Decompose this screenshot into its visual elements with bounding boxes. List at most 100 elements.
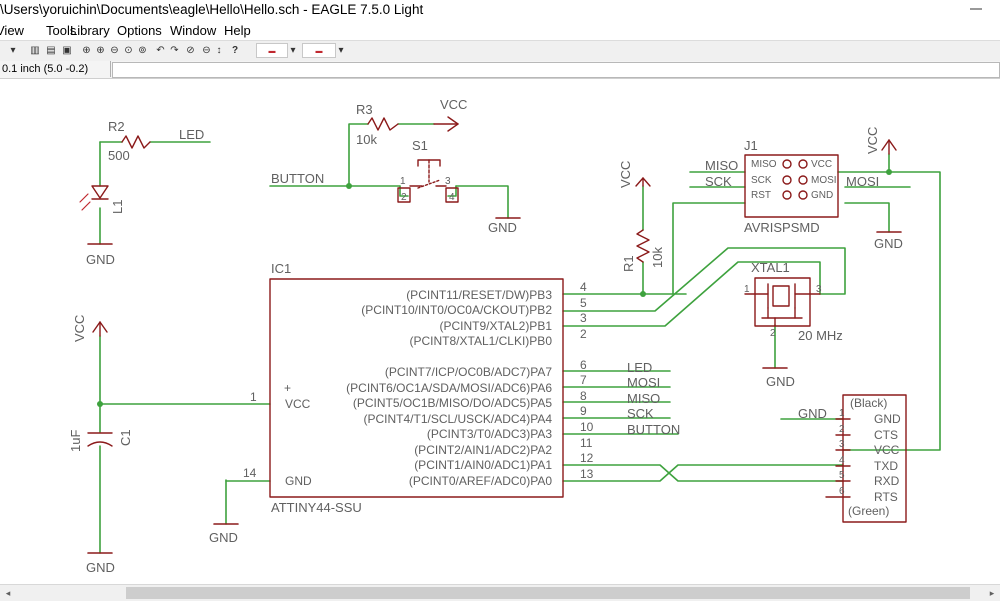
miso-label: MISO [705,158,738,173]
scroll-right-icon[interactable]: ▸ [989,588,995,598]
display-icon[interactable]: ▣ [62,45,72,56]
junction-dots [97,169,892,407]
s1-switch-symbol [397,159,459,203]
r3-value: 10k [356,132,377,147]
ftdi-pin-label: GND [874,412,901,426]
digikey-icon[interactable]: ▬ [256,43,288,58]
ic1-pin-label: (PCINT7/ICP/OC0B/ADC7)PA7 [385,365,552,379]
horizontal-scrollbar[interactable]: ◂ ▸ [0,584,1000,601]
j1-pin-sck: SCK [751,175,772,186]
c1-value: 1uF [68,430,83,452]
ic1-name: IC1 [271,261,291,276]
j1-pin-rst: RST [751,190,771,201]
ftdi-bottom-label: (Green) [848,504,889,518]
ic1-pin-number: 9 [580,404,587,418]
zoom-out-icon[interactable]: ⊖ [110,45,119,56]
ic1-pin-number: 5 [580,296,587,310]
undo-icon[interactable]: ↶ [156,45,165,56]
zoom-fit-icon[interactable]: ⊕ [82,45,91,56]
ulp-icon[interactable]: ▬ [302,43,336,58]
command-input[interactable] [112,62,1000,78]
menu-library[interactable]: Library [70,23,110,38]
go-icon[interactable]: ↕ [216,45,222,56]
r3-name: R3 [356,102,373,117]
command-bar: 0.1 inch (5.0 -0.2) [0,61,1000,79]
scroll-left-icon[interactable]: ◂ [5,588,11,598]
ic1-pin-label: (PCINT1/AIN0/ADC1)PA1 [414,458,552,472]
scrollbar-thumb[interactable] [126,587,970,599]
dropdown-arrow-icon[interactable]: ▾ [10,45,16,56]
gnd-label: GND [86,560,115,575]
ic1-body [269,278,564,498]
ftdi-top-label: (Black) [850,396,887,410]
ic1-vcc-plus: + [284,381,291,395]
zoom-redraw-icon[interactable]: ⊙ [124,45,133,56]
ftdi-pin-label: RXD [874,474,900,488]
ic1-pin-label: (PCINT0/AREF/ADC0)PA0 [409,474,552,488]
ic1-pin-label: (PCINT10/INT0/OC0A/CKOUT)PB2 [361,303,552,317]
menu-view[interactable]: View [0,23,24,38]
zoom-in-icon[interactable]: ⊕ [96,45,105,56]
ftdi-pin-number: 2 [839,424,845,435]
gnd-label: GND [798,406,827,421]
grid-icon[interactable]: ▤ [46,45,56,56]
net-wires [99,123,941,554]
j1-header-symbol [744,154,839,218]
zoom-select-icon[interactable]: ⊚ [138,45,147,56]
ic1-pin-label: (PCINT3/T0/ADC3)PA3 [427,427,552,441]
ic1-pin-number: 4 [580,280,587,294]
ic1-pin-number: 7 [580,373,587,387]
l1-led-symbol [91,185,109,199]
schematic-drawing: GND LED BUTTON VCC GND VCC MISO SCK MOSI… [68,97,941,575]
led-label: LED [627,360,652,375]
cancel-icon[interactable]: ⊘ [186,45,195,56]
vcc-label: VCC [72,315,87,342]
menu-window[interactable]: Window [170,23,217,38]
ic1-pin-label: (PCINT2/AIN1/ADC2)PA2 [414,443,552,457]
coordinate-display: 0.1 inch (5.0 -0.2) [0,61,111,77]
r2-name: R2 [108,119,125,134]
symbol-bodies [87,117,907,523]
ic1-pin-label: (PCINT5/OC1B/MISO/DO/ADC5)PA5 [353,396,552,410]
ftdi-pin-label: TXD [874,459,898,473]
dropdown-arrow-icon[interactable]: ▾ [290,45,296,56]
ic1-pin-number: 14 [243,466,257,480]
ftdi-pin-number: 3 [839,439,845,450]
help-icon[interactable]: ? [231,45,239,56]
xtal1-name: XTAL1 [751,260,790,275]
l1-name: L1 [110,200,125,214]
r1-name: R1 [621,255,636,272]
menu-options[interactable]: Options [117,23,162,38]
miso-label: MISO [627,391,660,406]
ic1-gnd-label: GND [285,474,312,488]
stop-icon[interactable]: ⊖ [202,45,211,56]
ftdi-pin-number: 4 [839,455,845,466]
gnd-label: GND [209,530,238,545]
layers-icon[interactable]: ▥ [30,45,40,56]
ftdi-pin-number: 1 [839,408,845,419]
schematic-canvas[interactable]: GND LED BUTTON VCC GND VCC MISO SCK MOSI… [0,78,1000,584]
c1-name: C1 [118,429,133,446]
ftdi-pin-label: CTS [874,428,898,442]
r1-resistor-symbol [636,229,650,263]
redo-icon[interactable]: ↷ [170,45,179,56]
sck-label: SCK [627,406,654,421]
menu-help[interactable]: Help [224,23,251,38]
s1-pin-3: 3 [445,176,451,187]
c1-capacitor-symbol [87,432,113,447]
ic1-pin-number: 3 [580,311,587,325]
ic1-pin-number: 12 [580,451,594,465]
s1-pin-4: 4 [449,192,455,203]
dropdown-arrow-icon[interactable]: ▾ [338,45,344,56]
ic1-pin-number: 1 [250,390,257,404]
button-label: BUTTON [271,171,324,186]
s1-pin-1: 1 [400,176,406,187]
ic1-pin-number: 8 [580,389,587,403]
menu-tools[interactable]: Tools [46,23,77,38]
xtal1-pin-2: 2 [770,328,776,339]
minimize-icon[interactable] [966,0,986,18]
r3-resistor-symbol [367,117,399,131]
gnd-supply-symbols [87,217,902,554]
sck-label: SCK [705,174,732,189]
ic1-pin-number: 2 [580,327,587,341]
